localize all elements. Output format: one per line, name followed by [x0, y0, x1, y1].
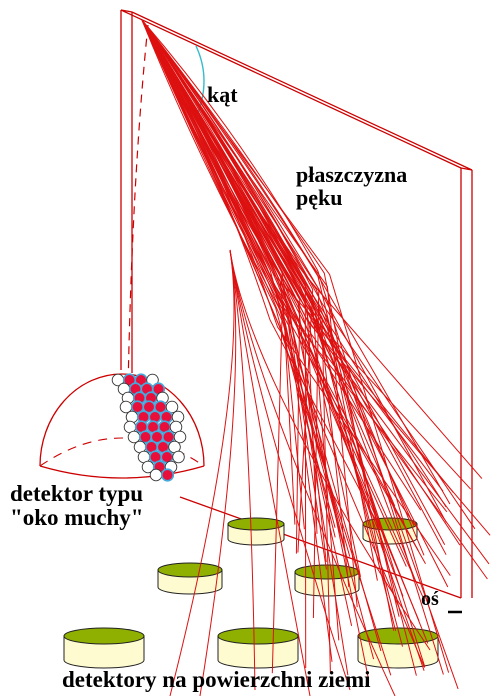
- fly-eye-cell: [172, 450, 185, 464]
- frame-top-right-cap: [460, 167, 473, 171]
- fly-eye-dome: [39, 373, 205, 482]
- shower-track: [169, 249, 235, 696]
- shower-track: [141, 19, 283, 674]
- shower-track: [141, 19, 314, 553]
- fly-eye-label-line2: "oko muchy": [10, 505, 144, 531]
- ground-detector: [157, 562, 223, 595]
- fly-eye-cell: [165, 400, 179, 414]
- fly-eye-cell: [173, 430, 187, 444]
- fly-eye-label-line1: detektor typu: [10, 481, 144, 506]
- fly-eye-cell: [125, 410, 139, 424]
- ground-detector: [217, 627, 299, 669]
- shower-track: [141, 19, 444, 675]
- dome-outline: [39, 373, 205, 467]
- axis-label: oś: [421, 588, 439, 610]
- shower-plane-label: płaszczyzna pęku: [296, 163, 407, 209]
- fly-eye-cell-active: [160, 468, 175, 482]
- dome-base-back: [39, 437, 205, 467]
- frame-top-edge-back: [131, 11, 473, 171]
- ground-detector: [63, 627, 145, 669]
- ground-detector: [357, 627, 439, 669]
- shower-track: [199, 249, 237, 696]
- surface-detectors-label: detektory na powierzchni ziemi: [62, 667, 371, 692]
- ground-detector-top: [227, 517, 285, 531]
- shower-track: [141, 19, 425, 556]
- air-shower-tracks: [141, 19, 491, 696]
- ground-detector: [294, 564, 360, 597]
- shower-track: [229, 249, 256, 691]
- shower-track: [141, 19, 491, 536]
- angle-arc: [195, 45, 205, 119]
- shower-track: [141, 19, 425, 671]
- shower-track: [229, 249, 396, 696]
- fly-eye-label: detektor typu "oko muchy": [10, 481, 144, 531]
- shower-track: [141, 19, 461, 546]
- shower-track: [229, 249, 311, 696]
- fly-eye-cell: [149, 468, 163, 482]
- shower-track: [141, 19, 403, 647]
- shower-plane-label-line2: pęku: [296, 185, 343, 211]
- shower-track: [229, 249, 351, 691]
- ground-detector-body: [217, 635, 299, 669]
- fly-eye-cell: [171, 410, 185, 424]
- shower-track: [141, 19, 340, 641]
- angle-label: kąt: [207, 82, 238, 107]
- projection-dashed-line: [127, 24, 149, 391]
- shower-track: [141, 19, 352, 578]
- ground-detector-top: [157, 562, 223, 578]
- fly-eye-cells: [111, 373, 187, 482]
- dome-base-front: [39, 465, 205, 479]
- ground-detector: [227, 517, 285, 546]
- frame-top-edge-front: [120, 9, 462, 169]
- shower-track: [229, 249, 431, 651]
- ground-detector-body: [63, 635, 145, 669]
- ground-detector-top: [217, 627, 299, 645]
- shower-track: [141, 19, 382, 652]
- ground-detector-top: [63, 627, 145, 645]
- shower-plane-label-line1: płaszczyzna: [296, 162, 408, 187]
